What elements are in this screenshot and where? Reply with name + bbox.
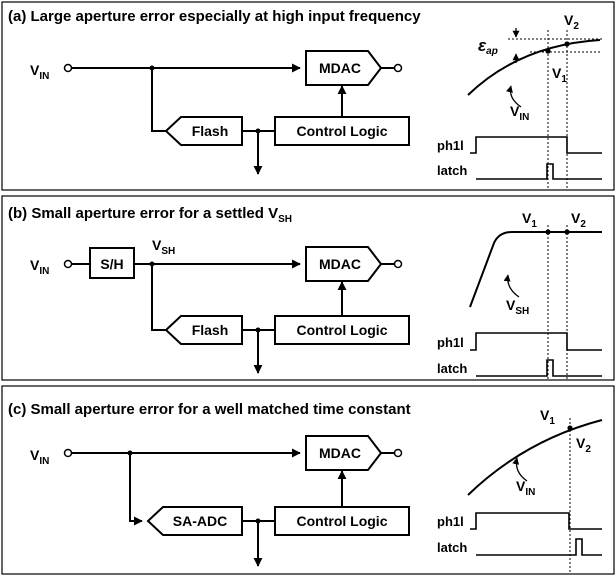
latch-label: latch: [437, 163, 467, 178]
mdac-block: [305, 246, 383, 282]
curve-pointer-arrow: [503, 274, 520, 298]
curve-label: VSH: [506, 297, 529, 317]
input-terminal: [63, 448, 73, 458]
vsh-label: VSH: [152, 237, 175, 257]
adc-input-wire: [129, 453, 143, 526]
input-terminal: [63, 259, 73, 269]
v2-label: V2: [564, 12, 579, 32]
sample-dot: [567, 425, 573, 431]
panel-a: (a) Large aperture error especially at h…: [1, 1, 615, 191]
ph1l-waveform: [470, 136, 602, 154]
flash-label: Flash: [192, 322, 229, 338]
mdac-label: MDAC: [319, 256, 361, 272]
v1-label: V1: [540, 407, 555, 427]
curve-pointer-arrow: [512, 457, 528, 482]
sample-hold-block: [89, 247, 135, 279]
panel-title: (c) Small aperture error for a well matc…: [8, 401, 411, 418]
v1-dot: [545, 229, 551, 235]
flash-label: Flash: [192, 123, 229, 139]
curve-label: VIN: [510, 103, 529, 123]
mdac-label: MDAC: [319, 60, 361, 76]
v2-label: V2: [571, 210, 586, 230]
panel-b: (b) Small aperture error for a settled V…: [1, 195, 615, 381]
panel-c: (c) Small aperture error for a well matc…: [1, 385, 615, 575]
latch-label: latch: [437, 361, 467, 376]
v1-label: V1: [552, 65, 567, 85]
output-terminal: [393, 63, 403, 73]
ph1l-label: ph1l: [437, 514, 464, 529]
latch-waveform: [476, 359, 602, 377]
panel-frame: [1, 195, 615, 381]
vin-curve: [467, 39, 601, 96]
ph1l-waveform: [470, 332, 602, 351]
sample-hold-label: S/H: [100, 256, 123, 272]
mdac-block: [305, 435, 383, 471]
aperture-error-label: εap: [478, 36, 498, 57]
control-logic-label: Control Logic: [297, 123, 388, 139]
control-logic-label: Control Logic: [297, 322, 388, 338]
v2-dot: [564, 229, 570, 235]
latch-label: latch: [437, 540, 467, 555]
control-logic-label: Control Logic: [297, 513, 388, 529]
mdac-label: MDAC: [319, 445, 361, 461]
vin-label: VIN: [30, 447, 49, 467]
flash-input-wire: [151, 264, 179, 335]
panel-title: (b) Small aperture error for a settled V…: [8, 205, 292, 225]
curve-label: VIN: [516, 478, 535, 498]
vin-label: VIN: [30, 257, 49, 277]
ph1l-label: ph1l: [437, 138, 464, 153]
v1-dot: [545, 48, 551, 54]
v2-label: V2: [576, 435, 591, 455]
latch-waveform: [476, 538, 602, 556]
output-terminal: [393, 448, 403, 458]
panel-frame: [1, 1, 615, 191]
ph1l-label: ph1l: [437, 335, 464, 350]
curve-pointer-arrow: [506, 85, 522, 108]
output-terminal: [393, 259, 403, 269]
panel-frame: [1, 385, 615, 575]
flash-input-wire: [151, 68, 179, 136]
control-logic-block: [274, 315, 410, 345]
v2-dot: [564, 41, 570, 47]
panel-title: (a) Large aperture error especially at h…: [8, 8, 421, 25]
latch-waveform: [476, 163, 602, 180]
v1-label: V1: [522, 210, 537, 230]
vin-curve: [467, 419, 603, 496]
vsh-curve: [469, 231, 602, 308]
vin-label: VIN: [30, 62, 49, 82]
sa-adc-label: SA-ADC: [173, 513, 227, 529]
ph1l-waveform: [470, 512, 602, 530]
input-terminal: [63, 63, 73, 73]
mdac-block: [305, 50, 383, 86]
